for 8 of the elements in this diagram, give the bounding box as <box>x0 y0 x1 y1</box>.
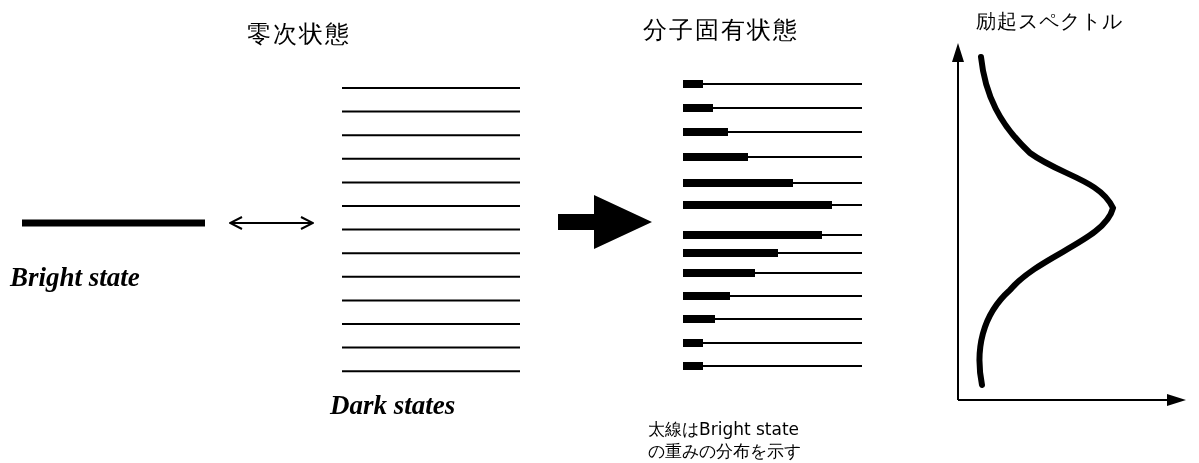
node-label: 太線はBright stateの重みの分布を示す <box>648 418 802 462</box>
heading: 分子固有状態 <box>643 15 799 46</box>
double-arrow <box>229 216 314 230</box>
state-label: Dark states <box>330 390 456 421</box>
state-label: Bright state <box>10 262 140 293</box>
heading: 零次状態 <box>247 19 351 50</box>
block-arrow <box>558 195 652 249</box>
heading: 励起スペクトル <box>976 8 1123 35</box>
